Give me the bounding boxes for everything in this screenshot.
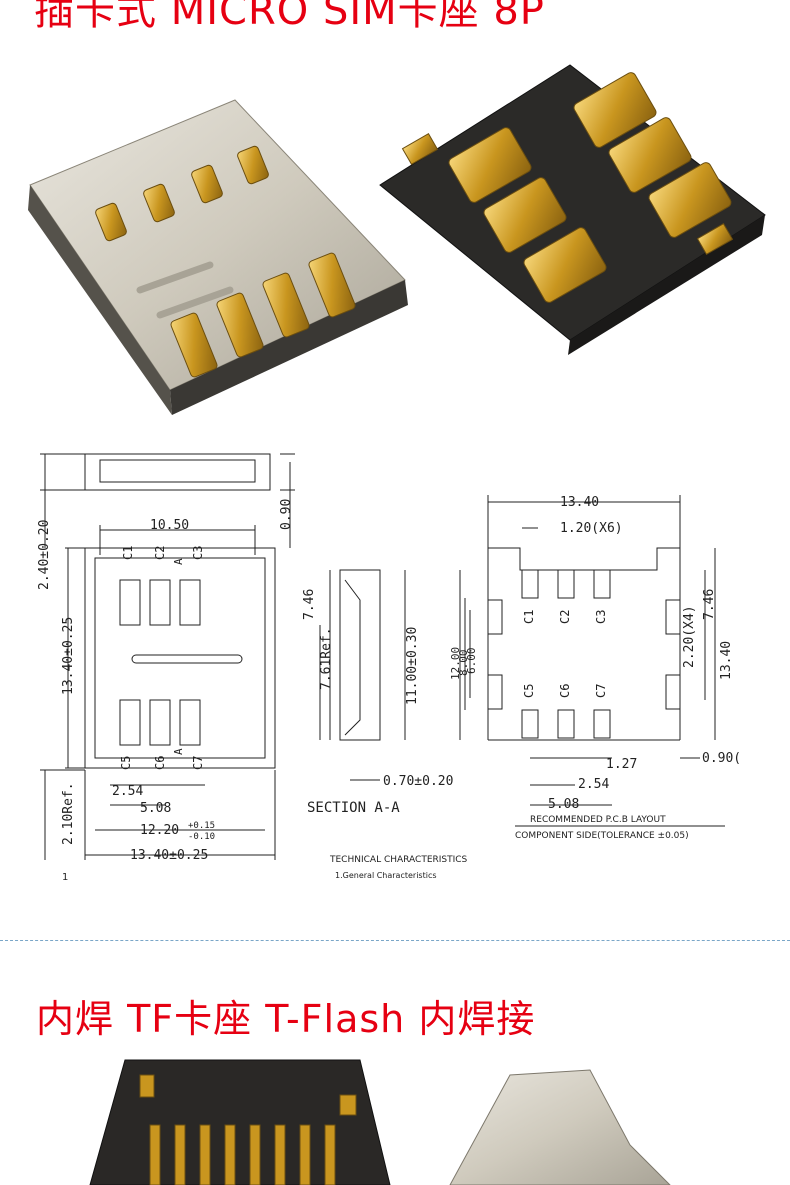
dim-pitch: 2.54 (112, 784, 143, 799)
pcb-width: 13.40 (560, 495, 599, 510)
pcb-c6: C6 (558, 684, 572, 698)
pcb-c7: C7 (594, 684, 608, 698)
section-dim-3: 11.00±0.30 (405, 627, 420, 705)
technical-drawing: 10.50 0.90 2.40±0.20 13.40±0.25 2.10Ref.… (37, 453, 741, 883)
dim-thickness: 0.90 (279, 499, 294, 530)
pcb-c2: C2 (558, 610, 572, 624)
contact-label-c7: C7 (191, 756, 205, 770)
section-dim-1: 7.46 (302, 589, 317, 620)
section-marker-top: A (172, 558, 185, 565)
dim-tol-plus: +0.15 (188, 821, 215, 831)
pcb-c3: C3 (594, 610, 608, 624)
pcb-right-b: 13.40 (719, 641, 734, 680)
pcb-span: 5.08 (548, 797, 579, 812)
dim-span: 5.08 (140, 801, 171, 816)
dim-width-outer: 13.40±0.25 (130, 848, 208, 863)
contact-label-c2: C2 (153, 546, 167, 560)
pcb-left-b: 8.00 (457, 650, 470, 677)
dim-top-height: 2.40±0.20 (37, 520, 52, 590)
section-dim-2: 7.61Ref. (319, 627, 334, 690)
pcb-c1: C1 (522, 610, 536, 624)
dim-width-inner: 10.50 (150, 518, 189, 533)
main-body-outline (84, 547, 276, 769)
contact-label-c5: C5 (119, 756, 133, 770)
contact-label-c3: C3 (191, 546, 205, 560)
pcb-c5: C5 (522, 684, 536, 698)
notes-mark: 1 (62, 872, 68, 883)
pcb-edge: 0.90( (702, 751, 741, 766)
dim-width-total: 12.20 (140, 823, 179, 838)
pcb-layout (459, 495, 716, 806)
product-photo-tf (89, 1059, 671, 1185)
section-title: 内焊 TF卡座 T-Flash 内焊接 (36, 997, 536, 1041)
pcb-caption-1: RECOMMENDED P.C.B LAYOUT (530, 815, 666, 825)
pcb-pad-width: 1.20(X6) (560, 521, 623, 536)
top-view-outline (84, 453, 271, 491)
dim-tol-minus: -0.10 (188, 832, 215, 842)
product-photo-sim-back (379, 64, 766, 355)
section-divider (0, 940, 790, 941)
notes-general: 1.General Characteristics (335, 871, 437, 880)
section-label: SECTION A-A (307, 800, 400, 816)
notes-tech: TECHNICAL CHARACTERISTICS (329, 855, 468, 865)
pcb-left-a: 12.00 (449, 647, 462, 680)
section-view-outline (339, 569, 381, 741)
page-title: 插卡式 MICRO SIM卡座 8P (34, 0, 545, 34)
pcb-side-pad: 2.20(X4) (682, 605, 697, 668)
pcb-pads (487, 569, 681, 739)
dim-height-main: 13.40±0.25 (61, 617, 76, 695)
pcb-caption-2: COMPONENT SIDE(TOLERANCE ±0.05) (515, 831, 689, 841)
pcb-pitch: 2.54 (578, 777, 609, 792)
pcb-right-a: 7.46 (702, 589, 717, 620)
pcb-left-c: 6.00 (465, 648, 478, 675)
product-photo-sim-front (28, 99, 408, 415)
contact-label-c1: C1 (121, 546, 135, 560)
section-dim-4: 0.70±0.20 (383, 774, 453, 789)
pcb-offset: 1.27 (606, 757, 637, 772)
contact-label-c6: C6 (153, 756, 167, 770)
dim-ref-bottom: 2.10Ref. (61, 782, 76, 845)
section-marker-bottom: A (172, 748, 185, 755)
